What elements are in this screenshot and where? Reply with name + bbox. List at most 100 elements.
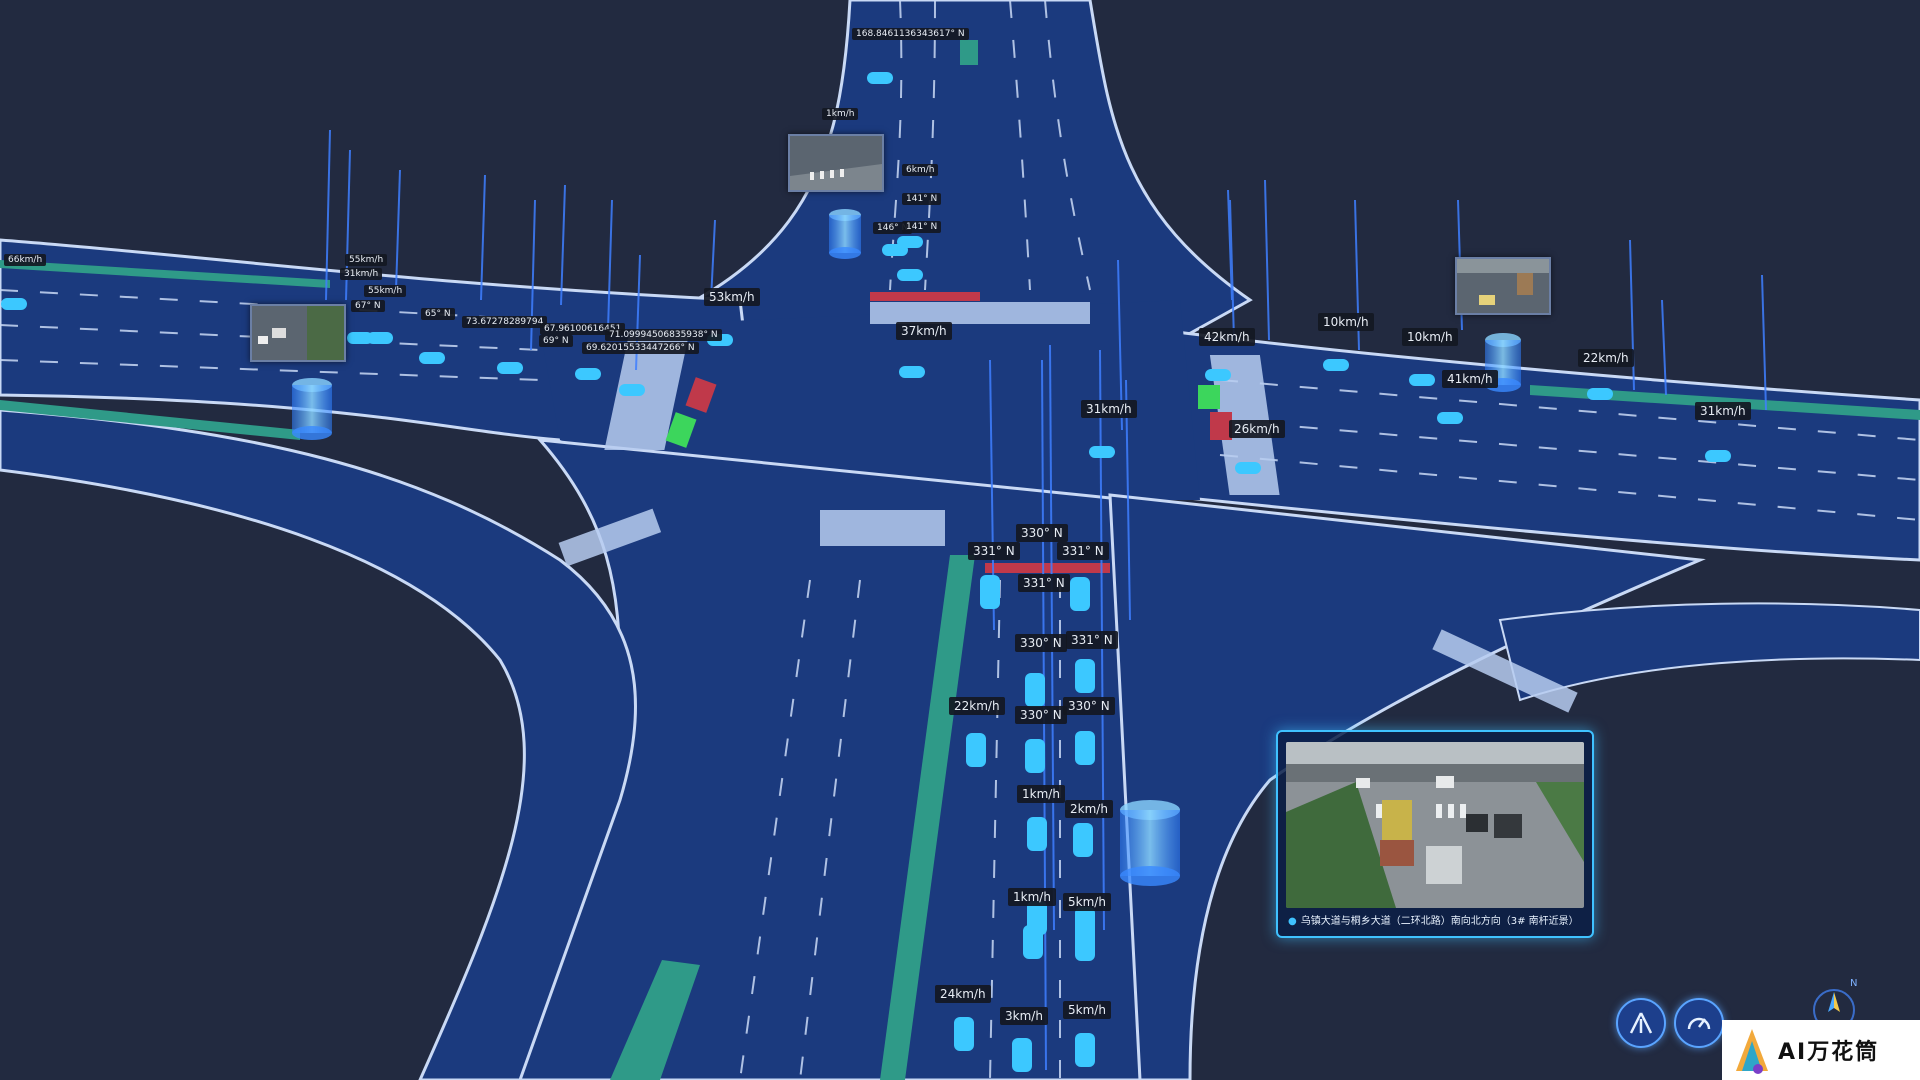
vehicle-marker[interactable]: [1070, 577, 1090, 611]
road-lanes-icon: [1629, 1012, 1653, 1034]
heading-label: 331° N: [1066, 631, 1118, 649]
vehicle-marker[interactable]: [1, 298, 27, 310]
camera-markers: [292, 209, 1521, 886]
camera-thumbnail-east[interactable]: [1455, 257, 1551, 315]
vehicle-marker[interactable]: [980, 575, 1000, 609]
heading-label: 331° N: [1018, 574, 1070, 592]
vehicle-marker[interactable]: [497, 362, 523, 374]
heading-label: 331° N: [1057, 542, 1109, 560]
vehicle-marker[interactable]: [1073, 823, 1093, 857]
speed-label: 31km/h: [1081, 400, 1137, 418]
speed-label: 5km/h: [1063, 1001, 1111, 1019]
heading-label: 69° N: [539, 335, 573, 347]
vehicle-marker[interactable]: [1012, 1038, 1032, 1072]
speedometer-icon: [1687, 1017, 1711, 1030]
camera-video-caption: ●乌镇大道与桐乡大道（二环北路）南向北方向（3# 南杆近景）: [1288, 913, 1586, 931]
vehicle-marker[interactable]: [347, 332, 373, 344]
light-pole: [560, 184, 566, 306]
speed-label: 6km/h: [902, 164, 939, 176]
speed-label: 1km/h: [1008, 888, 1056, 906]
compass[interactable]: N: [1806, 978, 1862, 1034]
camera-thumbnail-west[interactable]: [250, 304, 346, 362]
vehicle-marker[interactable]: [1587, 388, 1613, 400]
heading-label: 330° N: [1016, 524, 1068, 542]
speed-label: 55km/h: [364, 285, 407, 297]
speed-label: 10km/h: [1318, 313, 1374, 331]
vehicle-marker[interactable]: [867, 72, 893, 84]
camera-marker-south[interactable]: [1120, 800, 1180, 886]
speed-label: 5km/h: [1063, 893, 1111, 911]
compass-north-label: N: [1850, 978, 1858, 989]
vehicle-marker[interactable]: [966, 733, 986, 767]
camera-video-panel[interactable]: ●乌镇大道与桐乡大道（二环北路）南向北方向（3# 南杆近景）: [1276, 730, 1594, 938]
speed-label: 31km/h: [340, 268, 383, 280]
vehicles: [1, 72, 1731, 1072]
light-pole: [710, 219, 716, 301]
vehicle-marker[interactable]: [367, 332, 393, 344]
watermark: AI万花筒: [1722, 1020, 1920, 1080]
camera-marker-north[interactable]: [829, 209, 861, 259]
camera-marker-west[interactable]: [292, 378, 332, 440]
heading-label: 330° N: [1015, 634, 1067, 652]
vehicle-marker[interactable]: [1075, 731, 1095, 765]
vehicle-marker[interactable]: [575, 368, 601, 380]
heading-label: 141° N: [902, 193, 942, 205]
speed-label: 3km/h: [1000, 1007, 1048, 1025]
location-pin-icon: ●: [1288, 916, 1297, 927]
lane-view-button[interactable]: [1616, 998, 1666, 1048]
vehicle-marker[interactable]: [1409, 374, 1435, 386]
light-pole: [395, 169, 401, 291]
speed-label: 2km/h: [1065, 800, 1113, 818]
coordinate-label: 73.67278289794: [462, 316, 548, 328]
vehicle-marker[interactable]: [899, 366, 925, 378]
coordinate-label: 168.8461136343617° N: [852, 28, 969, 40]
heading-label: 330° N: [1015, 706, 1067, 724]
vehicle-marker[interactable]: [1027, 817, 1047, 851]
heading-label: 67° N: [351, 300, 385, 312]
camera-video-frame[interactable]: [1286, 742, 1584, 908]
vehicle-marker[interactable]: [1089, 446, 1115, 458]
camera-marker-east[interactable]: [1485, 333, 1521, 392]
vehicle-marker[interactable]: [1705, 450, 1731, 462]
coordinate-label: 71.09994506835938° N: [605, 329, 722, 341]
light-pole: [1661, 299, 1667, 396]
light-pole: [480, 174, 486, 301]
vehicle-marker[interactable]: [897, 236, 923, 248]
vehicle-marker[interactable]: [1437, 412, 1463, 424]
light-pole: [1761, 274, 1767, 411]
vehicle-marker[interactable]: [1075, 659, 1095, 693]
vehicle-marker[interactable]: [1023, 925, 1043, 959]
light-pole: [1125, 379, 1131, 621]
coordinate-label: 67.96100616451: [540, 323, 626, 335]
vehicle-marker[interactable]: [1075, 927, 1095, 961]
speed-label: 1km/h: [822, 108, 859, 120]
speed-label: 31km/h: [1695, 402, 1751, 420]
vehicle-marker[interactable]: [1025, 673, 1045, 707]
vehicle-marker[interactable]: [1075, 1033, 1095, 1067]
vehicle-marker[interactable]: [1323, 359, 1349, 371]
speed-label: 37km/h: [896, 322, 952, 340]
heading-label: 141° N: [902, 221, 942, 233]
speed-label: 26km/h: [1229, 420, 1285, 438]
vehicle-marker[interactable]: [619, 384, 645, 396]
watermark-text: AI万花筒: [1778, 1040, 1880, 1065]
vehicle-marker[interactable]: [1205, 369, 1231, 381]
speed-label: 42km/h: [1199, 328, 1255, 346]
speed-label: 22km/h: [1578, 349, 1634, 367]
vehicle-marker[interactable]: [1025, 739, 1045, 773]
light-pole: [325, 129, 331, 301]
watermark-logo-icon: [1736, 1029, 1768, 1074]
light-pole: [607, 199, 613, 331]
camera-thumbnail-north[interactable]: [788, 134, 884, 192]
speed-view-button[interactable]: [1674, 998, 1724, 1048]
speed-label: 41km/h: [1442, 370, 1498, 388]
vehicle-marker[interactable]: [954, 1017, 974, 1051]
light-pole: [1629, 239, 1635, 391]
speed-label: 66km/h: [4, 254, 47, 266]
vehicle-marker[interactable]: [897, 269, 923, 281]
vehicle-marker[interactable]: [419, 352, 445, 364]
vehicle-marker[interactable]: [1235, 462, 1261, 474]
speed-label: 10km/h: [1402, 328, 1458, 346]
